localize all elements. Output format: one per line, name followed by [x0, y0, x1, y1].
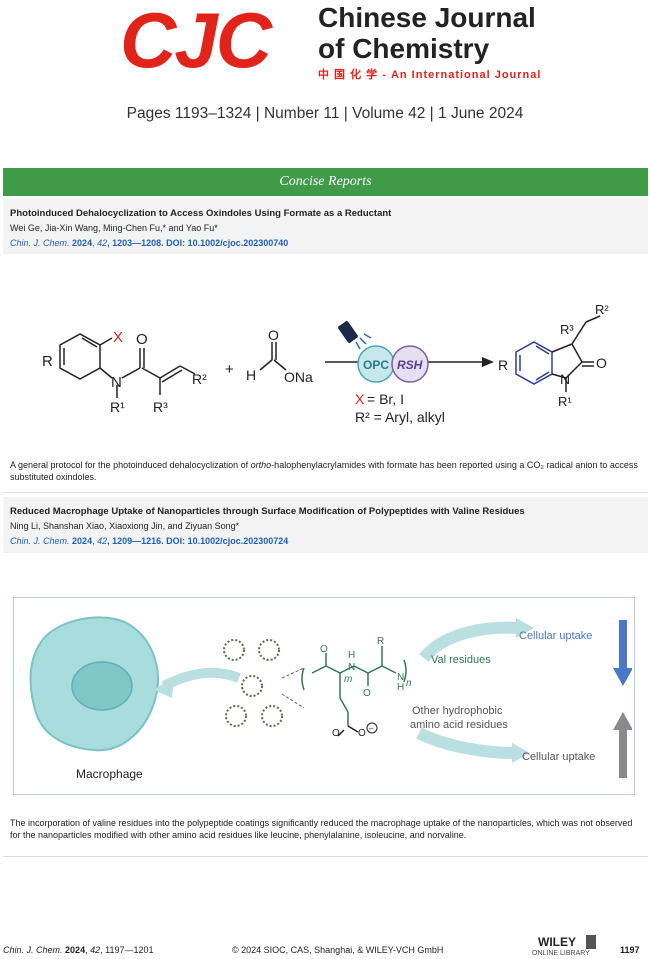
- cellular-uptake-bottom-label: Cellular uptake: [522, 751, 595, 763]
- product-n: N: [560, 371, 570, 387]
- article-2-title[interactable]: Reduced Macrophage Uptake of Nanoparticl…: [10, 506, 525, 517]
- opc-label: OPC: [363, 358, 389, 372]
- journal-tagline: 中 国 化 学 - An International Journal: [318, 69, 542, 81]
- divider: [3, 492, 648, 493]
- macrophage-label: Macrophage: [76, 767, 143, 781]
- svg-text:O: O: [363, 688, 371, 699]
- journal-name-line2: of Chemistry: [318, 33, 490, 64]
- svg-text:N: N: [397, 672, 404, 683]
- reactant-r3: R³: [153, 399, 168, 415]
- issue-info: Pages 1193–1324 | Number 11 | Volume 42 …: [126, 105, 524, 122]
- x-definition: = Br, I: [367, 391, 404, 407]
- polymer-m: m: [344, 674, 352, 685]
- product-o: O: [596, 355, 607, 371]
- reactant-r: R: [42, 353, 53, 370]
- product-r: R: [498, 357, 508, 373]
- formate-o: O: [268, 327, 279, 343]
- reactant-o: O: [136, 331, 148, 348]
- product-r1: R¹: [558, 394, 572, 409]
- article-1-title[interactable]: Photoinduced Dehalocyclization to Access…: [10, 208, 392, 219]
- plus-sign: +: [225, 361, 234, 378]
- footer-copyright: © 2024 SIOC, CAS, Shanghai, & WILEY-VCH …: [232, 945, 444, 955]
- other-arrow: [416, 727, 515, 759]
- lamp-icon: [338, 321, 372, 350]
- footer-citation: Chin. J. Chem. 2024, 42, 1197—1201: [3, 945, 154, 955]
- article-2-authors: Ning Li, Shanshan Xiao, Xiaoxiong Jin, a…: [10, 521, 240, 531]
- page-number: 1197: [620, 945, 640, 955]
- reactant-r2: R²: [192, 371, 207, 387]
- svg-text:O: O: [332, 728, 340, 739]
- other-residues-line1: Other hydrophobic: [412, 705, 503, 717]
- formate-structure: [259, 342, 287, 371]
- product-r2: R²: [595, 302, 609, 317]
- svg-text:O: O: [358, 728, 366, 739]
- reactant-n: N: [111, 374, 122, 391]
- uptake-arrow: [161, 667, 241, 691]
- polymer-n: n: [406, 678, 412, 689]
- product-benzene: [515, 341, 553, 385]
- svg-text:H: H: [348, 650, 355, 661]
- uptake-unchanged-bar: [619, 730, 627, 778]
- svg-text:–: –: [369, 724, 374, 733]
- rsh-label: RSH: [397, 358, 423, 372]
- rsh-circle: [391, 345, 429, 383]
- svg-text:N: N: [348, 662, 355, 673]
- x-label: X: [355, 391, 365, 407]
- svg-text:R: R: [377, 636, 384, 647]
- article-2-citation[interactable]: Chin. J. Chem. 2024, 42, 1209—1216. DOI:…: [10, 536, 289, 546]
- article-1-header: [3, 198, 648, 254]
- product-r3: R³: [560, 322, 574, 337]
- uptake-decrease-bar: [619, 620, 627, 670]
- reactant-x: X: [113, 329, 123, 346]
- wiley-logo[interactable]: WILEY: [538, 935, 576, 949]
- product-lactam: [551, 315, 601, 392]
- svg-text:O: O: [320, 644, 328, 655]
- r2-definition: R² = Aryl, alkyl: [355, 409, 445, 425]
- nanoparticles: [223, 639, 283, 727]
- article-2-caption: The incorporation of valine residues int…: [10, 818, 633, 840]
- formate-ona: ONa: [284, 369, 313, 385]
- article-2-header: [3, 497, 648, 553]
- divider: [3, 856, 648, 857]
- reactant-r1: R¹: [110, 399, 125, 415]
- polymer-structure: [301, 646, 407, 726]
- article-2-toc-drawing: Macrophage O N H m O R N H n O: [29, 616, 632, 781]
- svg-text:H: H: [397, 682, 404, 693]
- journal-name: Chinese Journal of Chemistry: [318, 2, 536, 64]
- val-arrow: [419, 621, 520, 663]
- article-1-toc-graphic: R X N O R¹ R³ R² + H O ONa OPC RSH X = B…: [42, 302, 609, 425]
- val-residues-label: Val residues: [431, 654, 491, 666]
- wiley-sublabel: ONLINE LIBRARY: [532, 950, 590, 957]
- cellular-uptake-top-label: Cellular uptake: [519, 630, 592, 642]
- journal-name-line1: Chinese Journal: [318, 2, 536, 33]
- article-1-citation[interactable]: Chin. J. Chem. 2024, 42, 1203—1208. DOI:…: [10, 238, 289, 248]
- article-1-caption: A general protocol for the photoinduced …: [10, 460, 638, 482]
- reactant-structure: [59, 333, 196, 398]
- macrophage-nucleus: [71, 661, 133, 711]
- section-header: Concise Reports: [3, 168, 648, 196]
- other-residues-line2: amino acid residues: [410, 719, 508, 731]
- wiley-book-icon: [586, 935, 596, 949]
- journal-logo: CJC: [120, 0, 272, 84]
- formate-h: H: [246, 367, 256, 383]
- article-1-authors: Wei Ge, Jia-Xin Wang, Ming-Chen Fu,* and…: [10, 223, 218, 233]
